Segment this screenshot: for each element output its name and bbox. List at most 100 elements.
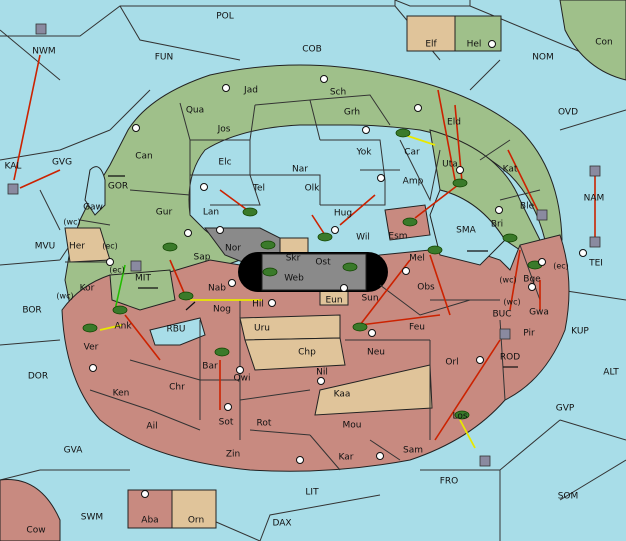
legend-elf-box [406,15,456,52]
prov-label-web: Web [284,274,304,284]
prov-label-gaw: Gaw [83,203,103,213]
green-province-labels: Jad Qua Jos Sch Grh Can Elc Nar Yok Car … [80,86,535,294]
prov-label-mou: Mou [343,421,362,431]
supply-centers [89,40,587,498]
prov-label-eld: Eld [447,118,461,128]
sea-label-gor: GOR [108,182,128,192]
sea-label-tei: TEI [588,259,603,269]
coast-tag: (wc) [56,292,73,301]
sea-label-fun: FUN [155,53,174,63]
sea-label-mit: MIT [135,274,151,284]
sea-label-gvp: GVP [556,404,575,414]
sea-label-cob: COB [302,45,322,55]
prov-label-neu: Neu [367,348,385,358]
strait-arrows [108,175,518,368]
red-province-labels: Esm Mel Nab Hil Nog Ank Obs Bge Sun Gwa … [84,232,549,526]
coast-tag: (wc) [499,276,516,285]
prov-label-grh: Grh [344,108,360,118]
prov-label-lan: Lan [203,208,219,218]
prov-label-her: Her [69,242,85,252]
red-internal-borders [89,244,541,471]
prov-label-feu: Feu [409,323,425,333]
prov-label-los: Los [452,412,467,422]
sea-label-rod: ROD [500,353,520,363]
sea-label-alt: ALT [603,368,619,378]
sea-labels: POL FUN COB NOM Con NWM KAL GVG GOR MVU … [5,12,620,536]
sea-sma[interactable] [429,189,506,266]
sea-label-cow: Cow [26,526,45,536]
sea-label-pol: POL [216,12,234,22]
army-units[interactable] [82,128,543,420]
legend-aba-box [127,489,173,529]
prov-label-mel: Mel [409,254,425,264]
prov-label-nar: Nar [292,165,308,175]
order-arrows [13,54,596,449]
continent-green[interactable] [64,64,563,331]
sea-gor[interactable] [84,166,106,216]
coast-tag: (ec) [109,266,125,275]
prov-label-gwa: Gwa [529,308,549,318]
prov-label-chr: Chr [169,383,185,393]
prov-label-hug: Hug [334,209,352,219]
prov-label-eun: Eun [325,296,342,306]
prov-label-esm: Esm [388,232,407,242]
prov-label-uru: Uru [254,324,270,334]
coast-tags: (wc) (ec) (ec) (wc) (wc) (ec) (wc) [56,218,568,307]
sea-label-sma: SMA [456,226,476,236]
legend-orn-box [171,489,217,529]
prov-label-jad: Jad [243,86,258,96]
prov-label-car: Car [404,148,420,158]
prov-label-ver: Ver [84,343,99,353]
prov-label-ble: Ble [520,202,535,212]
sea-label-gva: GVA [64,446,84,456]
prov-label-zin: Zin [226,450,240,460]
prov-label-kaa: Kaa [334,390,351,400]
sea-label-nom: NOM [532,53,554,63]
prov-label-olk: Olk [305,184,321,194]
sea-label-nwm: NWM [32,47,55,57]
channel-mit [109,269,176,311]
province-chp[interactable] [244,337,346,371]
prov-label-kat: Kat [503,165,518,175]
sea-label-lit: LIT [305,488,319,498]
prov-label-nog: Nog [213,305,231,315]
prov-label-orl: Orl [445,358,458,368]
prov-label-uta: Uta [442,160,458,170]
coast-tag: (wc) [503,298,520,307]
province-kaa[interactable] [314,364,433,416]
prov-label-aba: Aba [141,516,158,526]
legend-hel-label: Hel [467,40,482,50]
sea-label-kal: KAL [5,162,22,172]
fleet-units[interactable] [7,23,601,467]
prov-label-amp: Amp [403,177,424,187]
sea-label-nam: NAM [584,194,605,204]
prov-label-sun: Sun [361,294,378,304]
prov-label-bar: Bar [202,362,218,372]
prov-label-yok: Yok [355,148,372,158]
prov-label-kar: Kar [339,453,354,463]
prov-label-bri: Bri [491,220,503,230]
prov-label-rot: Rot [257,419,272,429]
prov-label-qwi: Qwi [234,374,251,384]
sea-label-gvg: GVG [52,158,72,168]
prov-label-wil: Wil [356,233,370,243]
prov-label-nil: Nil [316,368,328,378]
island-cow[interactable] [0,479,61,541]
province-web-inner [261,253,367,291]
sea-rbu[interactable] [149,317,206,346]
sea-label-dax: DAX [272,519,291,529]
prov-label-qua: Qua [186,106,204,116]
sea-label-kup: KUP [571,327,589,337]
prov-label-pir: Pir [523,329,535,339]
prov-label-obs: Obs [417,283,435,293]
prov-label-ank: Ank [114,322,132,332]
prov-label-tel: Tel [252,184,265,194]
prov-label-skr: Skr [286,254,301,264]
legend-elf-label: Elf [425,40,437,50]
prov-label-ost: Ost [315,258,331,268]
prov-label-sch: Sch [330,88,346,98]
prov-label-elc: Elc [218,158,231,168]
prov-label-bge: Bge [523,275,541,285]
